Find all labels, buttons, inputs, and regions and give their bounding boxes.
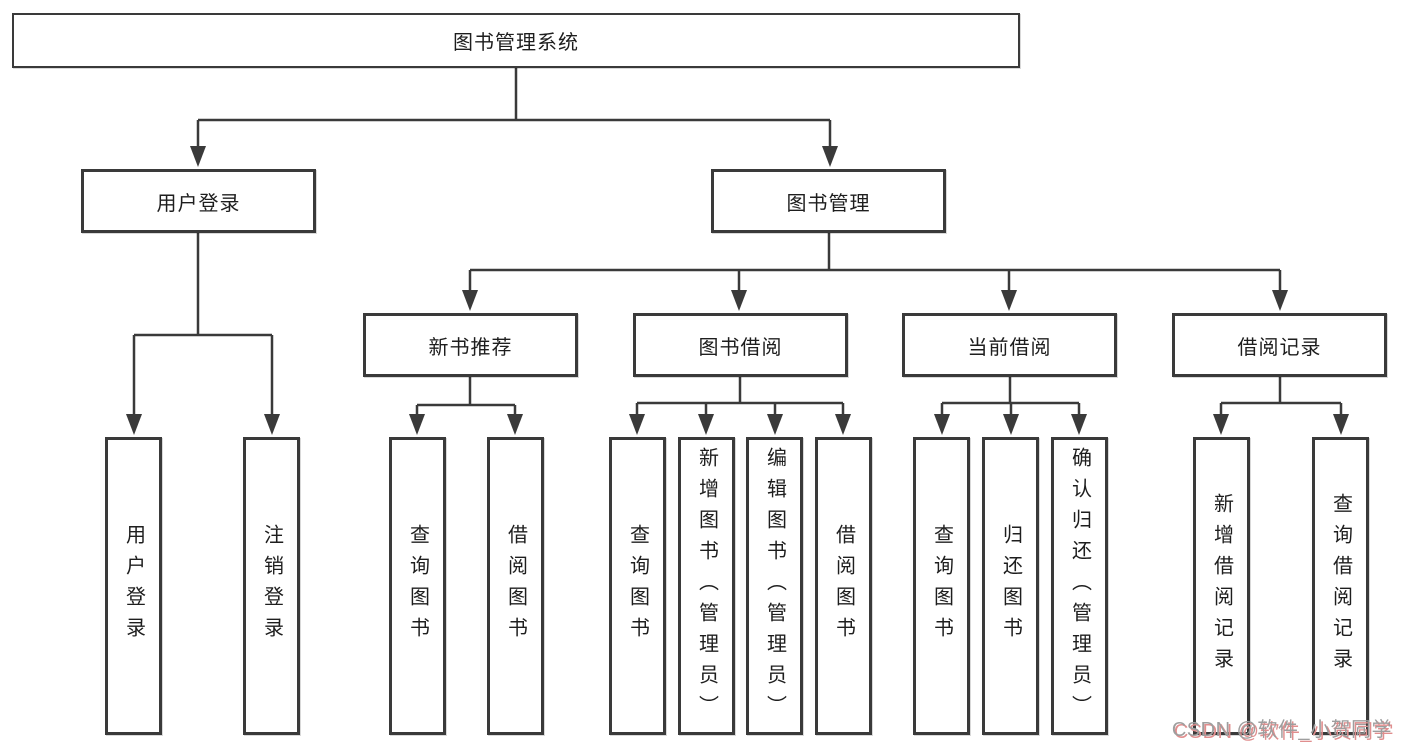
leaf-query-borrow-record: 查询借阅记录	[1312, 437, 1369, 735]
leaf-query-books-recommend: 查询图书	[389, 437, 446, 735]
leaf-add-borrow-record: 新增借阅记录	[1193, 437, 1250, 735]
leaf-user-login: 用户登录	[105, 437, 162, 735]
node-book-borrowing: 图书借阅	[633, 313, 848, 377]
leaf-query-books-borrowing: 查询图书	[609, 437, 666, 735]
leaf-borrow-books-recommend: 借阅图书	[487, 437, 544, 735]
node-borrowing-records: 借阅记录	[1172, 313, 1387, 377]
leaf-edit-books-admin: 编辑图书（管理员）	[746, 437, 803, 735]
leaf-query-books-current: 查询图书	[913, 437, 970, 735]
leaf-logout: 注销登录	[243, 437, 300, 735]
csdn-watermark: CSDN @软件_小贺同学	[1171, 719, 1392, 741]
leaf-return-books: 归还图书	[982, 437, 1039, 735]
node-current-borrowing: 当前借阅	[902, 313, 1117, 377]
node-book-management-branch: 图书管理	[711, 169, 946, 233]
node-library-management-system: 图书管理系统	[12, 13, 1020, 68]
leaf-add-books-admin: 新增图书（管理员）	[678, 437, 735, 735]
node-user-login-branch: 用户登录	[81, 169, 316, 233]
leaf-borrow-books: 借阅图书	[815, 437, 872, 735]
leaf-confirm-return-admin: 确认归还（管理员）	[1051, 437, 1108, 735]
node-new-book-recommendation: 新书推荐	[363, 313, 578, 377]
